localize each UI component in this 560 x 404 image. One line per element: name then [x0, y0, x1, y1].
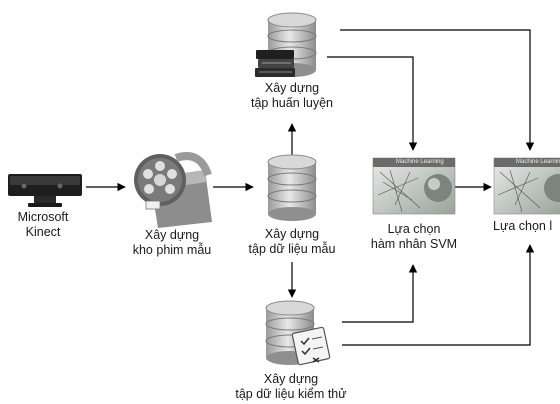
kinect-sensor-icon	[8, 174, 82, 207]
database-icon-sample	[268, 155, 316, 221]
film-reel-icon	[134, 154, 212, 228]
svm-kernel-label: Lựa chọn hàm nhân SVM	[364, 222, 464, 252]
film-label-line2: kho phim mẫu	[116, 243, 228, 258]
train-label: Xây dựng tập huấn luyện	[232, 81, 352, 111]
select2-label: Lựa chọn l	[493, 219, 560, 234]
svm-kernel-label-line1: Lựa chọn	[364, 222, 464, 237]
train-label-line2: tập huấn luyện	[232, 96, 352, 111]
arrow-train-to-select2	[340, 30, 530, 150]
test-label-line2: tập dữ liệu kiểm thử	[216, 387, 366, 402]
ml-banner-svm: Machine Learning	[396, 158, 444, 167]
kinect-label: Microsoft Kinect	[8, 210, 78, 240]
sample-label-line1: Xây dựng	[232, 227, 352, 242]
train-label-line1: Xây dựng	[232, 81, 352, 96]
kinect-label-line2: Kinect	[8, 225, 78, 240]
ml-banner-select2: Machine Learning	[516, 158, 560, 167]
sample-label: Xây dựng tập dữ liệu mẫu	[232, 227, 352, 257]
test-label-line1: Xây dựng	[216, 372, 366, 387]
arrow-test-to-select2	[342, 245, 530, 345]
checklist-icon	[292, 327, 330, 365]
svm-kernel-label-line2: hàm nhân SVM	[364, 237, 464, 252]
select2-label-line1: Lựa chọn l	[493, 219, 560, 234]
test-label: Xây dựng tập dữ liệu kiểm thử	[216, 372, 366, 402]
film-label: Xây dựng kho phim mẫu	[116, 228, 228, 258]
film-label-line1: Xây dựng	[116, 228, 228, 243]
books-icon	[255, 50, 295, 77]
arrow-test-to-svm	[342, 265, 413, 322]
kinect-label-line1: Microsoft	[8, 210, 78, 225]
sample-label-line2: tập dữ liệu mẫu	[232, 242, 352, 257]
